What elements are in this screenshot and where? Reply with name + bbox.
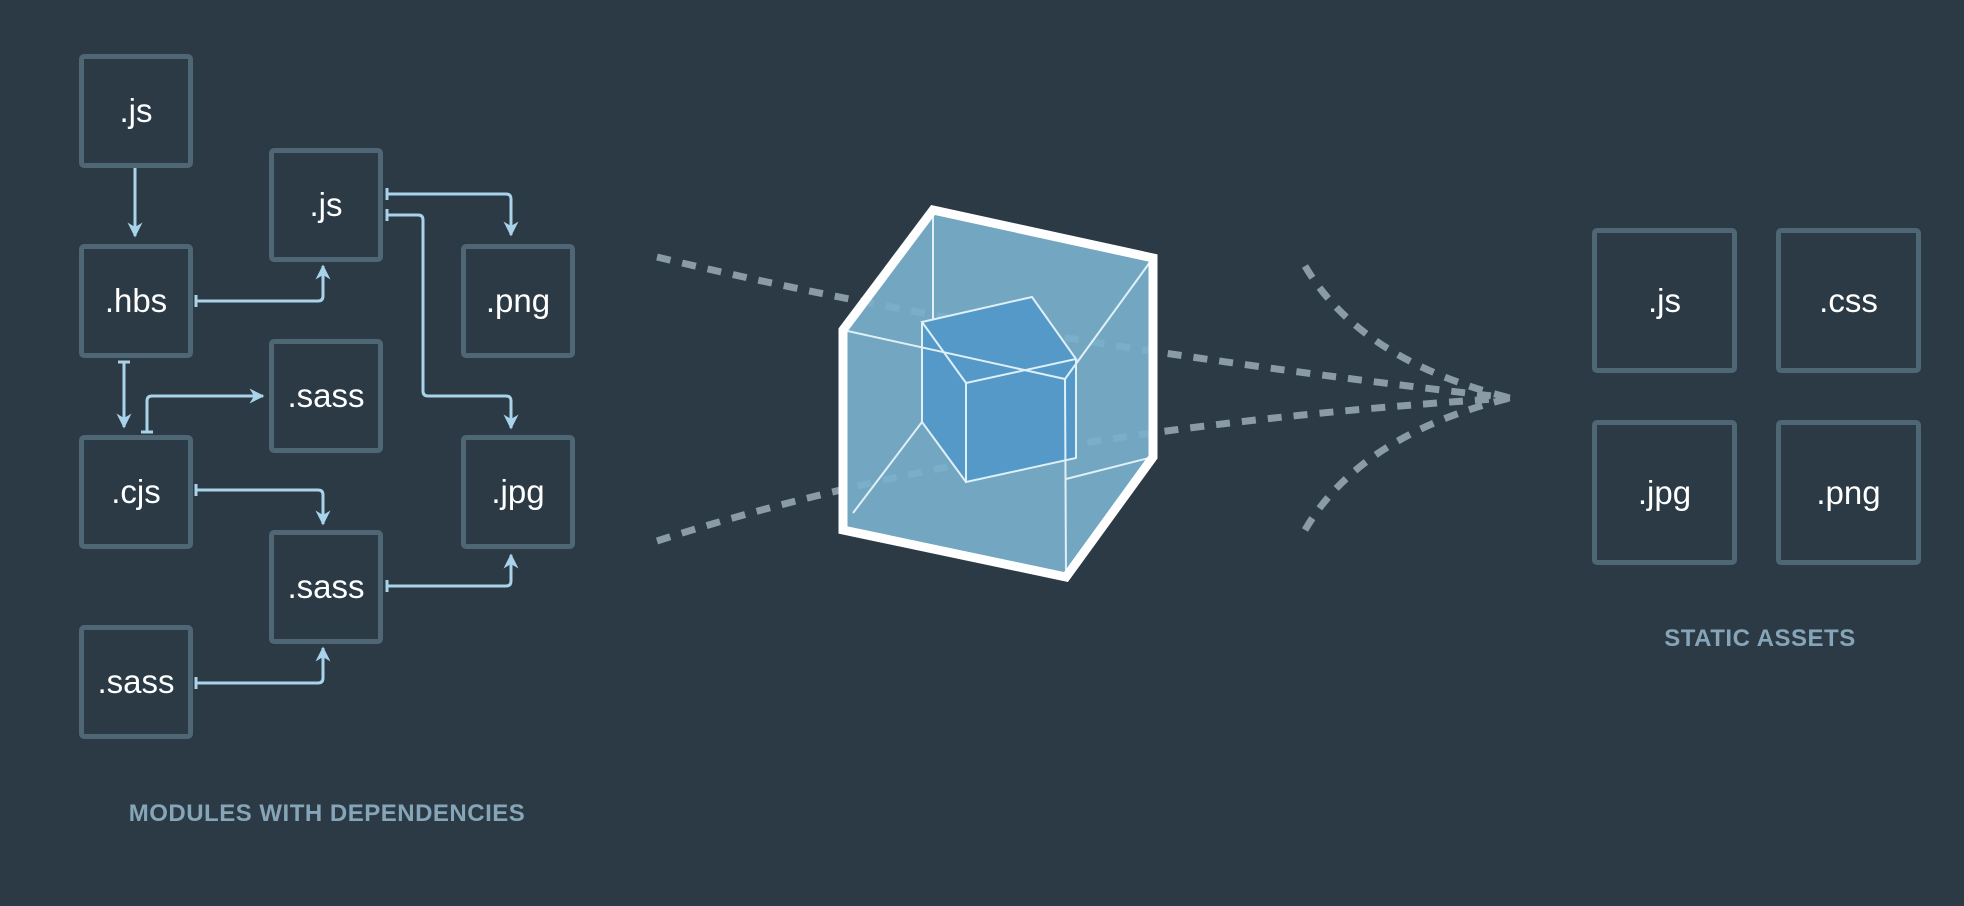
module-label: .js [119,92,153,129]
asset-label: .css [1819,281,1878,319]
assets-caption: STATIC ASSETS [1664,625,1856,652]
dependency-arrow [196,646,331,685]
module-label: .js [309,186,343,223]
dependency-arrow [145,388,265,432]
webpack-cube-icon [838,204,1158,583]
asset-png: .png [1776,420,1921,565]
module-js: .js [79,54,193,168]
module-label: .sass [287,377,365,414]
dependency-arrow [387,213,519,430]
asset-css: .css [1776,228,1921,373]
asset-label: .jpg [1637,473,1692,511]
module-label: .hbs [104,282,168,319]
module-sass-2: .sass [269,530,383,644]
asset-label: .png [1816,473,1881,511]
module-label: .jpg [491,473,545,510]
module-js-2: .js [269,148,383,262]
modules-caption: MODULES WITH DEPENDENCIES [128,800,526,827]
module-label: .png [485,282,551,319]
module-label: .sass [97,663,175,700]
module-cjs: .cjs [79,435,193,549]
module-sass-3: .sass [79,625,193,739]
module-label: .cjs [111,473,161,510]
dependency-arrow [196,488,331,526]
dependency-arrow [387,192,519,237]
asset-js: .js [1592,228,1737,373]
module-sass: .sass [269,339,383,453]
asset-jpg: .jpg [1592,420,1737,565]
module-label: .sass [287,568,365,605]
module-png: .png [461,244,575,358]
module-hbs: .hbs [79,244,193,358]
asset-label: .js [1648,281,1681,319]
dependency-arrow [196,264,331,303]
module-jpg: .jpg [461,435,575,549]
dependency-arrow [387,553,519,588]
